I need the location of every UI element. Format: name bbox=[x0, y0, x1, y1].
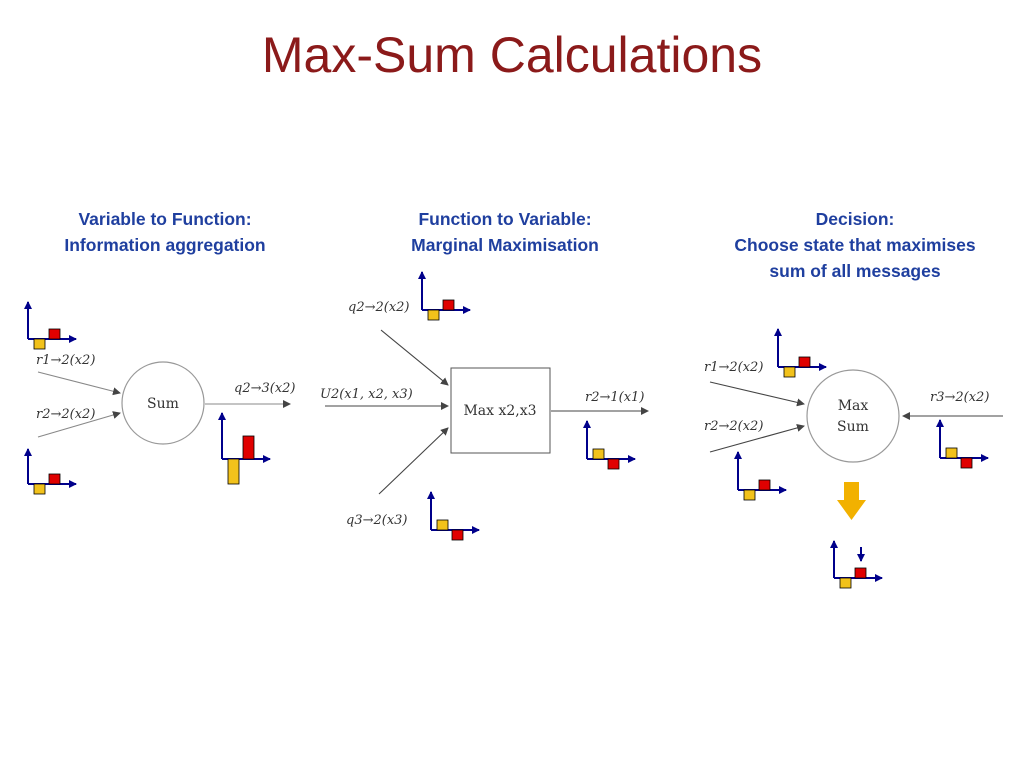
edge-in-bottom bbox=[378, 427, 449, 495]
label-r21-mid: r2→1(x1) bbox=[585, 390, 644, 405]
max-node-label: Max x2,x3 bbox=[463, 403, 536, 419]
right-panel-heading: Decision: Choose state that maximises su… bbox=[690, 206, 1020, 284]
bar-state-2 bbox=[242, 435, 255, 460]
label-u2-mid: U2(x1, x2, x3) bbox=[320, 387, 413, 402]
bar-state-1 bbox=[743, 489, 756, 501]
max-sum-label-line2: Sum bbox=[837, 419, 869, 435]
mini-plot-right-top bbox=[774, 328, 827, 378]
bar-state-2 bbox=[854, 567, 867, 579]
middle-heading-line1: Function to Variable: bbox=[418, 209, 592, 229]
left-heading-line2: Information aggregation bbox=[64, 235, 266, 255]
right-panel: Max Sum r1→2(x2) r2→2(x2) r3→2(x2) bbox=[704, 328, 1003, 589]
bar-state-1 bbox=[592, 448, 605, 460]
edge-in-bottom bbox=[709, 424, 805, 453]
bar-state-2 bbox=[960, 457, 973, 469]
label-r12-right: r1→2(x2) bbox=[704, 360, 763, 375]
mini-plot-left-top bbox=[24, 301, 77, 350]
right-heading-line1: Decision: bbox=[815, 209, 895, 229]
label-r12-left: r1→2(x2) bbox=[36, 353, 95, 368]
left-panel-heading: Variable to Function: Information aggreg… bbox=[20, 206, 310, 258]
label-r22-left: r2→2(x2) bbox=[36, 407, 95, 422]
max-function-node bbox=[450, 367, 551, 454]
mini-plot-right-side bbox=[936, 419, 989, 469]
bar-state-1 bbox=[427, 309, 440, 321]
label-r22-right: r2→2(x2) bbox=[704, 419, 763, 434]
label-r32-right: r3→2(x2) bbox=[930, 390, 989, 405]
edge-in-top bbox=[380, 329, 449, 386]
mini-plot-right-bottom bbox=[734, 451, 787, 501]
middle-panel: Max x2,x3 q2→2(x2) U2(x1, x2, x3) q3→2(x… bbox=[320, 271, 649, 541]
sum-node bbox=[121, 361, 205, 445]
middle-heading-line2: Marginal Maximisation bbox=[411, 235, 599, 255]
bar-state-1 bbox=[33, 483, 46, 495]
bar-state-2 bbox=[798, 356, 811, 368]
left-panel: Sum r1→2(x2) r2→2(x2) q2→3(x2) bbox=[24, 301, 296, 495]
left-heading-line1: Variable to Function: bbox=[78, 209, 252, 229]
bar-state-1 bbox=[945, 447, 958, 459]
right-heading-line3: sum of all messages bbox=[769, 261, 941, 281]
label-q23-left: q2→3(x2) bbox=[234, 381, 296, 396]
edge-in-top bbox=[709, 381, 805, 407]
right-heading-line2: Choose state that maximises bbox=[734, 235, 976, 255]
bar-state-2 bbox=[451, 529, 464, 541]
max-sum-label-line1: Max bbox=[838, 398, 869, 414]
bar-state-1 bbox=[227, 458, 240, 485]
mini-plot-mid-output bbox=[583, 420, 636, 470]
edge-in-top bbox=[37, 371, 121, 396]
mini-plot-mid-top bbox=[418, 271, 471, 321]
decision-down-arrow bbox=[837, 482, 866, 520]
middle-panel-heading: Function to Variable: Marginal Maximisat… bbox=[360, 206, 650, 258]
bar-state-2 bbox=[48, 473, 61, 485]
bar-state-1 bbox=[436, 519, 449, 531]
bar-state-2 bbox=[607, 458, 620, 470]
mini-plot-decision bbox=[830, 540, 883, 589]
edge-in-bottom bbox=[37, 411, 121, 438]
slide-title: Max-Sum Calculations bbox=[261, 27, 763, 83]
label-q22-mid: q2→2(x2) bbox=[348, 300, 410, 315]
bar-state-2 bbox=[48, 328, 61, 340]
label-q32-mid: q3→2(x3) bbox=[346, 513, 408, 528]
bar-state-1 bbox=[783, 366, 796, 378]
bar-state-1 bbox=[839, 577, 852, 589]
mini-plot-left-output bbox=[218, 412, 271, 485]
bar-state-1 bbox=[33, 338, 46, 350]
mini-plot-left-bottom bbox=[24, 448, 77, 495]
sum-node-label: Sum bbox=[147, 396, 179, 412]
bar-state-2 bbox=[442, 299, 455, 311]
bar-state-2 bbox=[758, 479, 771, 491]
mini-plot-mid-bottom bbox=[427, 491, 480, 541]
max-sum-node bbox=[806, 369, 900, 463]
